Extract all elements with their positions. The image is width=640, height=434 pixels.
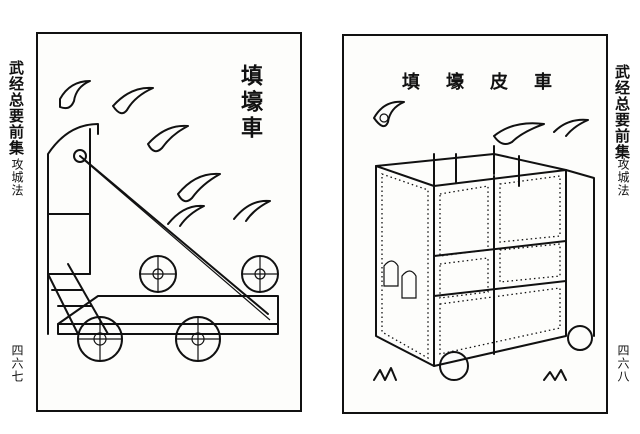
left-illustration-frame: 填壕車 (36, 32, 302, 412)
right-book-title: 武经总要前集 (613, 64, 631, 160)
left-chapter: 攻城法 (10, 158, 24, 197)
right-chapter: 攻城法 (616, 158, 630, 197)
hide-covered-trench-cart (373, 145, 595, 381)
right-page-number: 四六八 (616, 344, 630, 383)
left-clouds (59, 80, 271, 227)
right-illustration-frame: 填壕皮車 (342, 34, 608, 414)
filling-trench-cart (47, 123, 279, 362)
left-book-title: 武经总要前集 (7, 60, 25, 156)
left-page: 武经总要前集 攻城法 四六七 填壕車 (7, 32, 302, 412)
right-caption: 填壕皮車 (402, 72, 578, 93)
right-clouds (373, 100, 589, 145)
left-page-number: 四六七 (10, 344, 24, 383)
left-caption: 填壕車 (237, 64, 263, 142)
right-page: 填壕皮車 武经总要前集 (320, 0, 640, 434)
